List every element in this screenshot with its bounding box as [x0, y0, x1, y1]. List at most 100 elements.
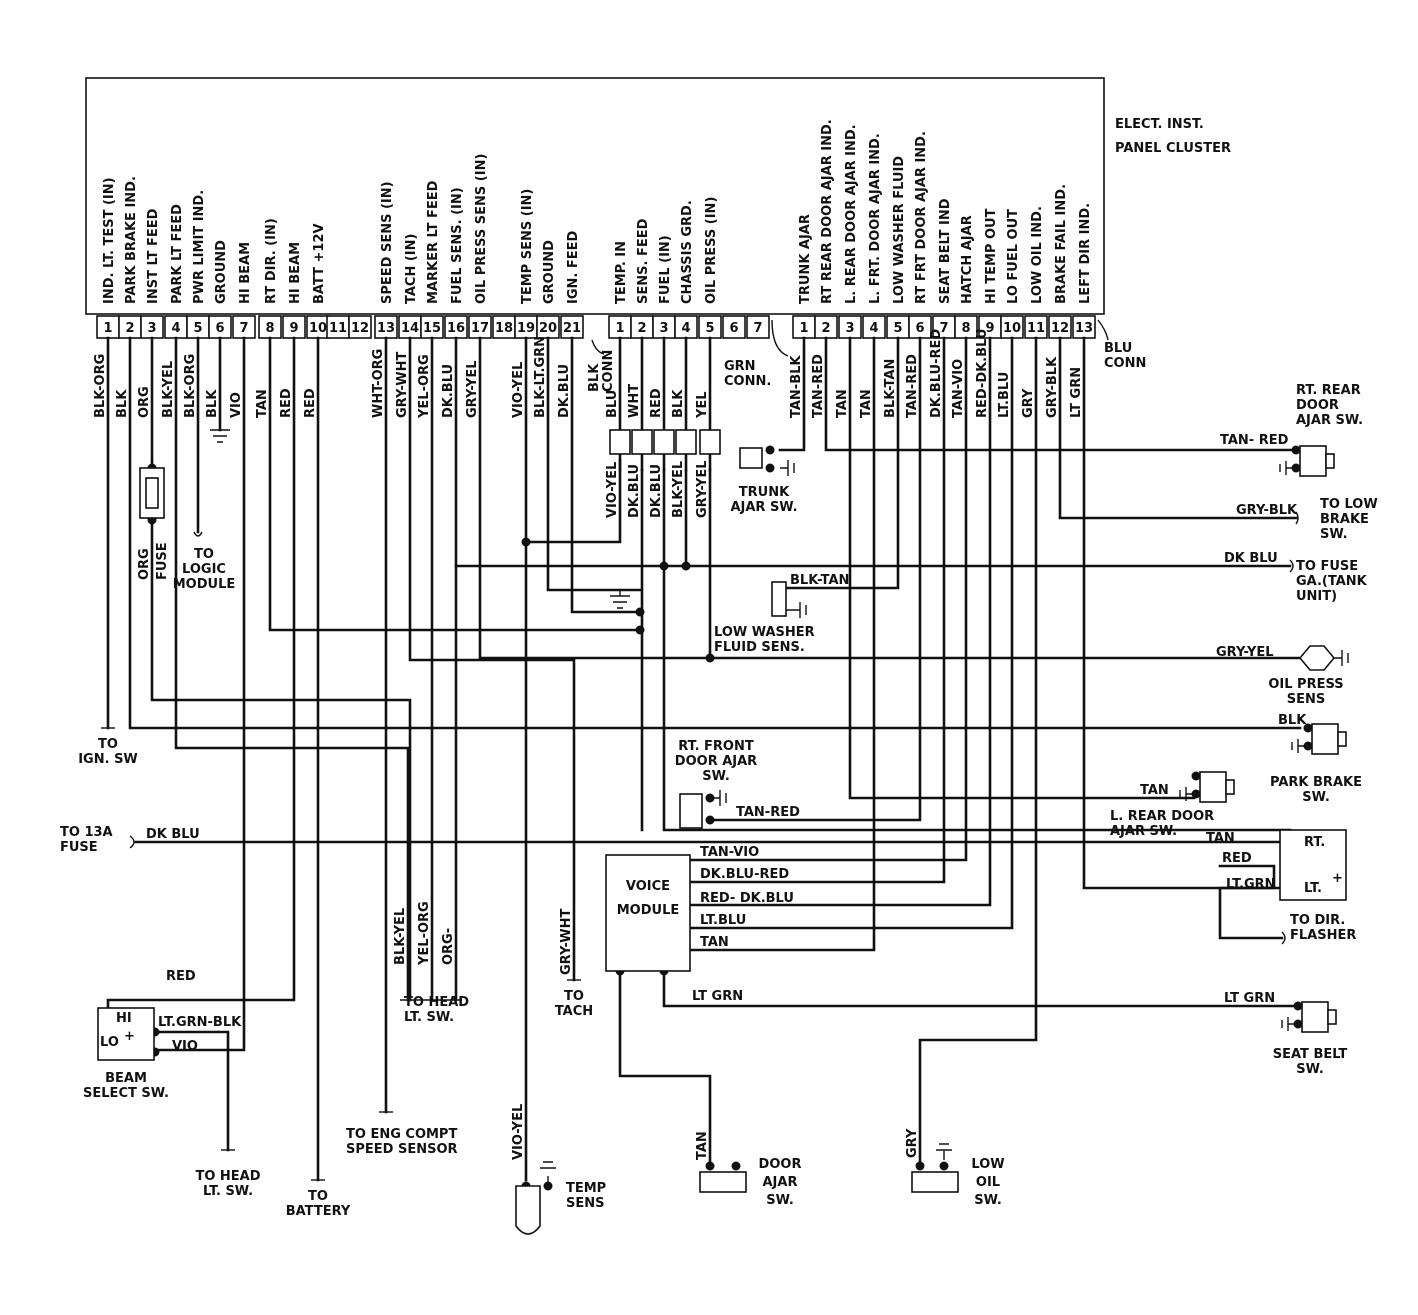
blk-conn-pin-number-9: 9: [289, 321, 298, 336]
beam-vio-label: VIO: [172, 1039, 198, 1054]
dir-ltgrn-label-line: LT.GRN: [1226, 877, 1276, 892]
blu-conn-pin-label-9: HI TEMP OUT: [984, 208, 999, 304]
chassis-junction: [681, 561, 691, 571]
brake-gry-blk-label-line: GRY-BLK: [1236, 503, 1298, 518]
grn-conn-pin-wire-3: RED: [649, 388, 664, 418]
fuse-ga-dk-blu-label-line: DK BLU: [1224, 551, 1278, 566]
blk-conn-pin-number-12: 12: [351, 321, 369, 336]
blk-conn-pin-wire-7: VIO: [229, 392, 244, 418]
blu-conn-pin-label-2: RT REAR DOOR AJAR IND.: [820, 119, 835, 304]
blu-conn-pin-number-4: 4: [869, 321, 878, 336]
wire-red-hi-beam: [106, 336, 296, 1014]
head-sw-yel-org-label: YEL-ORG: [417, 901, 432, 966]
blu-conn-pin-wire-1: TAN-BLK: [789, 355, 804, 418]
vm-tan-vio-label: TAN-VIO: [700, 845, 759, 860]
l-rear-tan-label-line: TAN: [1140, 783, 1169, 798]
blu-conn-pin-wire-11: GRY: [1021, 388, 1036, 418]
beam-lo-label-line: LO: [100, 1035, 119, 1050]
dir-tan-label-line: TAN: [1206, 831, 1235, 846]
to-ign-sw-label-line: IGN. SW: [78, 752, 138, 767]
wire-lt-blu-fuel: [688, 336, 1014, 930]
blk-conn-pin-label-3: INST LT FEED: [146, 208, 161, 304]
grn-conn-pin-number-4: 4: [681, 321, 690, 336]
blu-conn-pin-label-4: L. FRT. DOOR AJAR IND.: [868, 133, 883, 304]
blu-conn-pin-wire-5: BLK-TAN: [883, 359, 898, 418]
vm-ltblu-label-line: LT.BLU: [700, 913, 746, 928]
to-13a-fuse-label-line: TO 13A: [60, 825, 113, 840]
wire-tan-l-rear: [848, 336, 1196, 800]
wire-vio-yel-inline: [524, 458, 622, 544]
to-13a-fuse-label-line: FUSE: [60, 840, 98, 855]
blk-conn-pin-label-7: HI BEAM: [238, 242, 253, 304]
blk-conn-pin-label-6: GROUND: [214, 240, 229, 304]
l-rear-door-sw-dot-b: [1191, 789, 1201, 799]
blk-conn-pin-wire-19: VIO-YEL: [511, 362, 526, 418]
dir-rt-label-line: RT.: [1304, 835, 1325, 850]
ground-symbol-6: [210, 429, 230, 443]
rt-rear-door-sw-ground: [1279, 461, 1292, 475]
rt-rear-door-sw-body: [1299, 445, 1327, 477]
beam-select-sw-label-line: SELECT SW.: [83, 1086, 169, 1101]
voice-module-box: [605, 854, 691, 972]
vm-dkblu-red-label: DK.BLU-RED: [700, 867, 789, 882]
blu-conn-pin-wire-10: LT.BLU: [997, 372, 1012, 418]
wire-lt-grn-left-dir: [1082, 336, 1292, 890]
grn-conn-pin-wire-2: WHT: [627, 384, 642, 418]
grn-conn-pin-cell-6: [722, 315, 746, 339]
low-oil-sw-label-line: OIL: [976, 1175, 1000, 1190]
head-sw-blk-yel-label: BLK-YEL: [393, 908, 408, 965]
blk-conn-pin-number-18: 18: [495, 321, 513, 336]
dir-switch-box: [1279, 829, 1347, 901]
vm-ltgrn-label-line: LT GRN: [692, 989, 743, 1004]
blk-conn-label-b: CONN: [601, 350, 616, 392]
chassis-ground-symbol: [610, 590, 630, 609]
to-ign-sw-label-line: TO: [98, 737, 118, 752]
wire-gry-wht-tach: [408, 336, 576, 982]
wire-tan-blk-trunk: [778, 336, 806, 452]
grn-conn-label-line: GRN: [724, 359, 756, 374]
beam-hi-label: HI: [116, 1011, 132, 1026]
rt-front-tan-red-label: TAN-RED: [736, 805, 800, 820]
to-logic-module-label-line: TO: [194, 547, 214, 562]
vm-tan-vio-label-line: TAN-VIO: [700, 845, 759, 860]
l-rear-door-sw-ground: [1179, 787, 1192, 801]
inline-wire-label-2: DK.BLU: [627, 464, 642, 518]
beam-select-sw-body: [97, 1007, 155, 1061]
oil-press-gry-yel-label-line: GRY-YEL: [1216, 645, 1274, 660]
seat-belt-sw-cap: [1327, 1009, 1337, 1025]
blk-conn-pin-number-10: 10: [309, 321, 327, 336]
to-eng-compt-label-line: TO ENG COMPT: [346, 1127, 457, 1142]
grn-conn-pin-number-6: 6: [729, 321, 738, 336]
dir-tan-label: TAN: [1206, 831, 1235, 846]
grn-conn-pin-number-1: 1: [615, 321, 624, 336]
vm-tan-label: TAN: [700, 935, 729, 950]
wire-ltgrn-blk-head: [153, 1030, 230, 1152]
to-head-lt-sw-1-label-line: TO HEAD: [195, 1169, 260, 1184]
blk-conn-pin-label-20: GROUND: [542, 240, 557, 304]
washer-ground: [786, 602, 807, 618]
park-brake-sw-dot-a: [1303, 723, 1313, 733]
blk-conn-pin-number-8: 8: [265, 321, 274, 336]
to-logic-module-label-line: MODULE: [173, 577, 236, 592]
seat-belt-sw-dot-a: [1293, 1001, 1303, 1011]
grn-conn-pin-number-3: 3: [659, 321, 668, 336]
low-oil-ground: [936, 1143, 952, 1160]
blu-conn-pin-label-12: BRAKE FAIL IND.: [1054, 184, 1069, 304]
blk-conn-pin-number-2: 2: [125, 321, 134, 336]
wire-park-brake-blk: [128, 336, 1302, 730]
blu-conn-pin-number-8: 8: [961, 321, 970, 336]
cluster-title-line2: PANEL CLUSTER: [1115, 141, 1231, 156]
blk-conn-pin-wire-4: BLK-YEL: [161, 361, 176, 418]
blk-conn-pin-number-3: 3: [147, 321, 156, 336]
